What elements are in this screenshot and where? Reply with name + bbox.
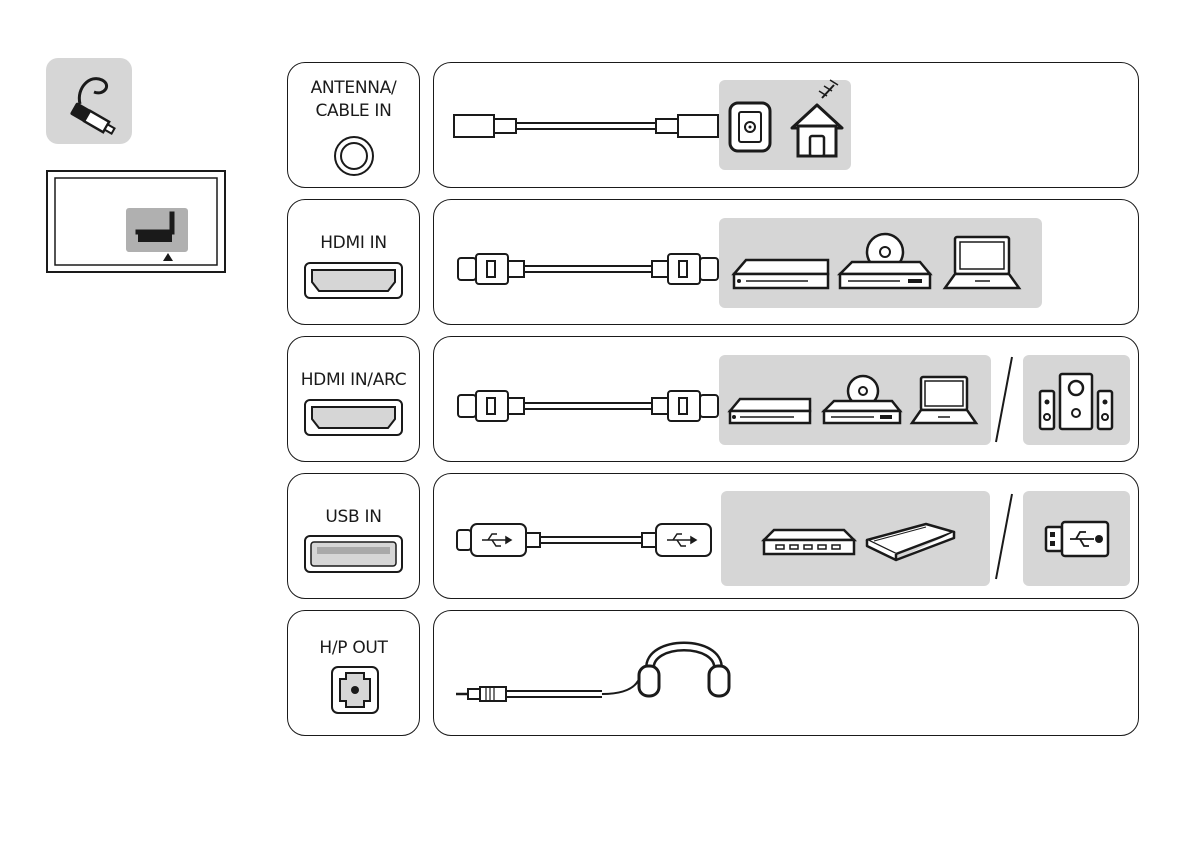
set-top-box-icon [730,399,810,423]
hdmi-cable-icon [458,254,718,284]
hdmi-arc-connection-box [433,336,1139,462]
tv-rear-panel-diagram [46,170,226,273]
usb-flash-drive-icon [1046,522,1108,556]
set-top-box-icon [734,260,828,288]
hdmi-port-icon [288,200,421,326]
cable-icon-box [46,58,132,144]
headphone-jack-port-icon [288,611,421,737]
hdmi-arc-port-box: HDMI IN/ARC [287,336,420,462]
cable-wall-outlet-icon [730,103,770,151]
or-separator [996,494,1012,579]
laptop-icon [945,237,1019,288]
coaxial-port-icon [288,63,421,189]
hdmi-connection-box [433,199,1139,325]
hdmi-arc-port-icon [288,337,421,463]
usb-cable-icon [457,524,711,556]
usb-port-icon [288,474,421,600]
headphone-cable-icon [456,677,640,701]
usb-connection-box [433,473,1139,599]
laptop-icon [912,377,976,423]
usb-port-box: USB IN [287,473,420,599]
headphone-connection-box [433,610,1139,736]
headphones-icon [639,647,729,697]
rf-cable-icon [46,58,132,144]
or-separator [996,357,1012,442]
coaxial-cable-icon [454,115,718,137]
usb-hub-icon [764,530,854,554]
headphone-port-box: H/P OUT [287,610,420,736]
hdmi-arc-cable-icon [458,391,718,421]
hdmi-port-box: HDMI IN [287,199,420,325]
antenna-connection-box [433,62,1139,188]
antenna-port-box: ANTENNA/ CABLE IN [287,62,420,188]
